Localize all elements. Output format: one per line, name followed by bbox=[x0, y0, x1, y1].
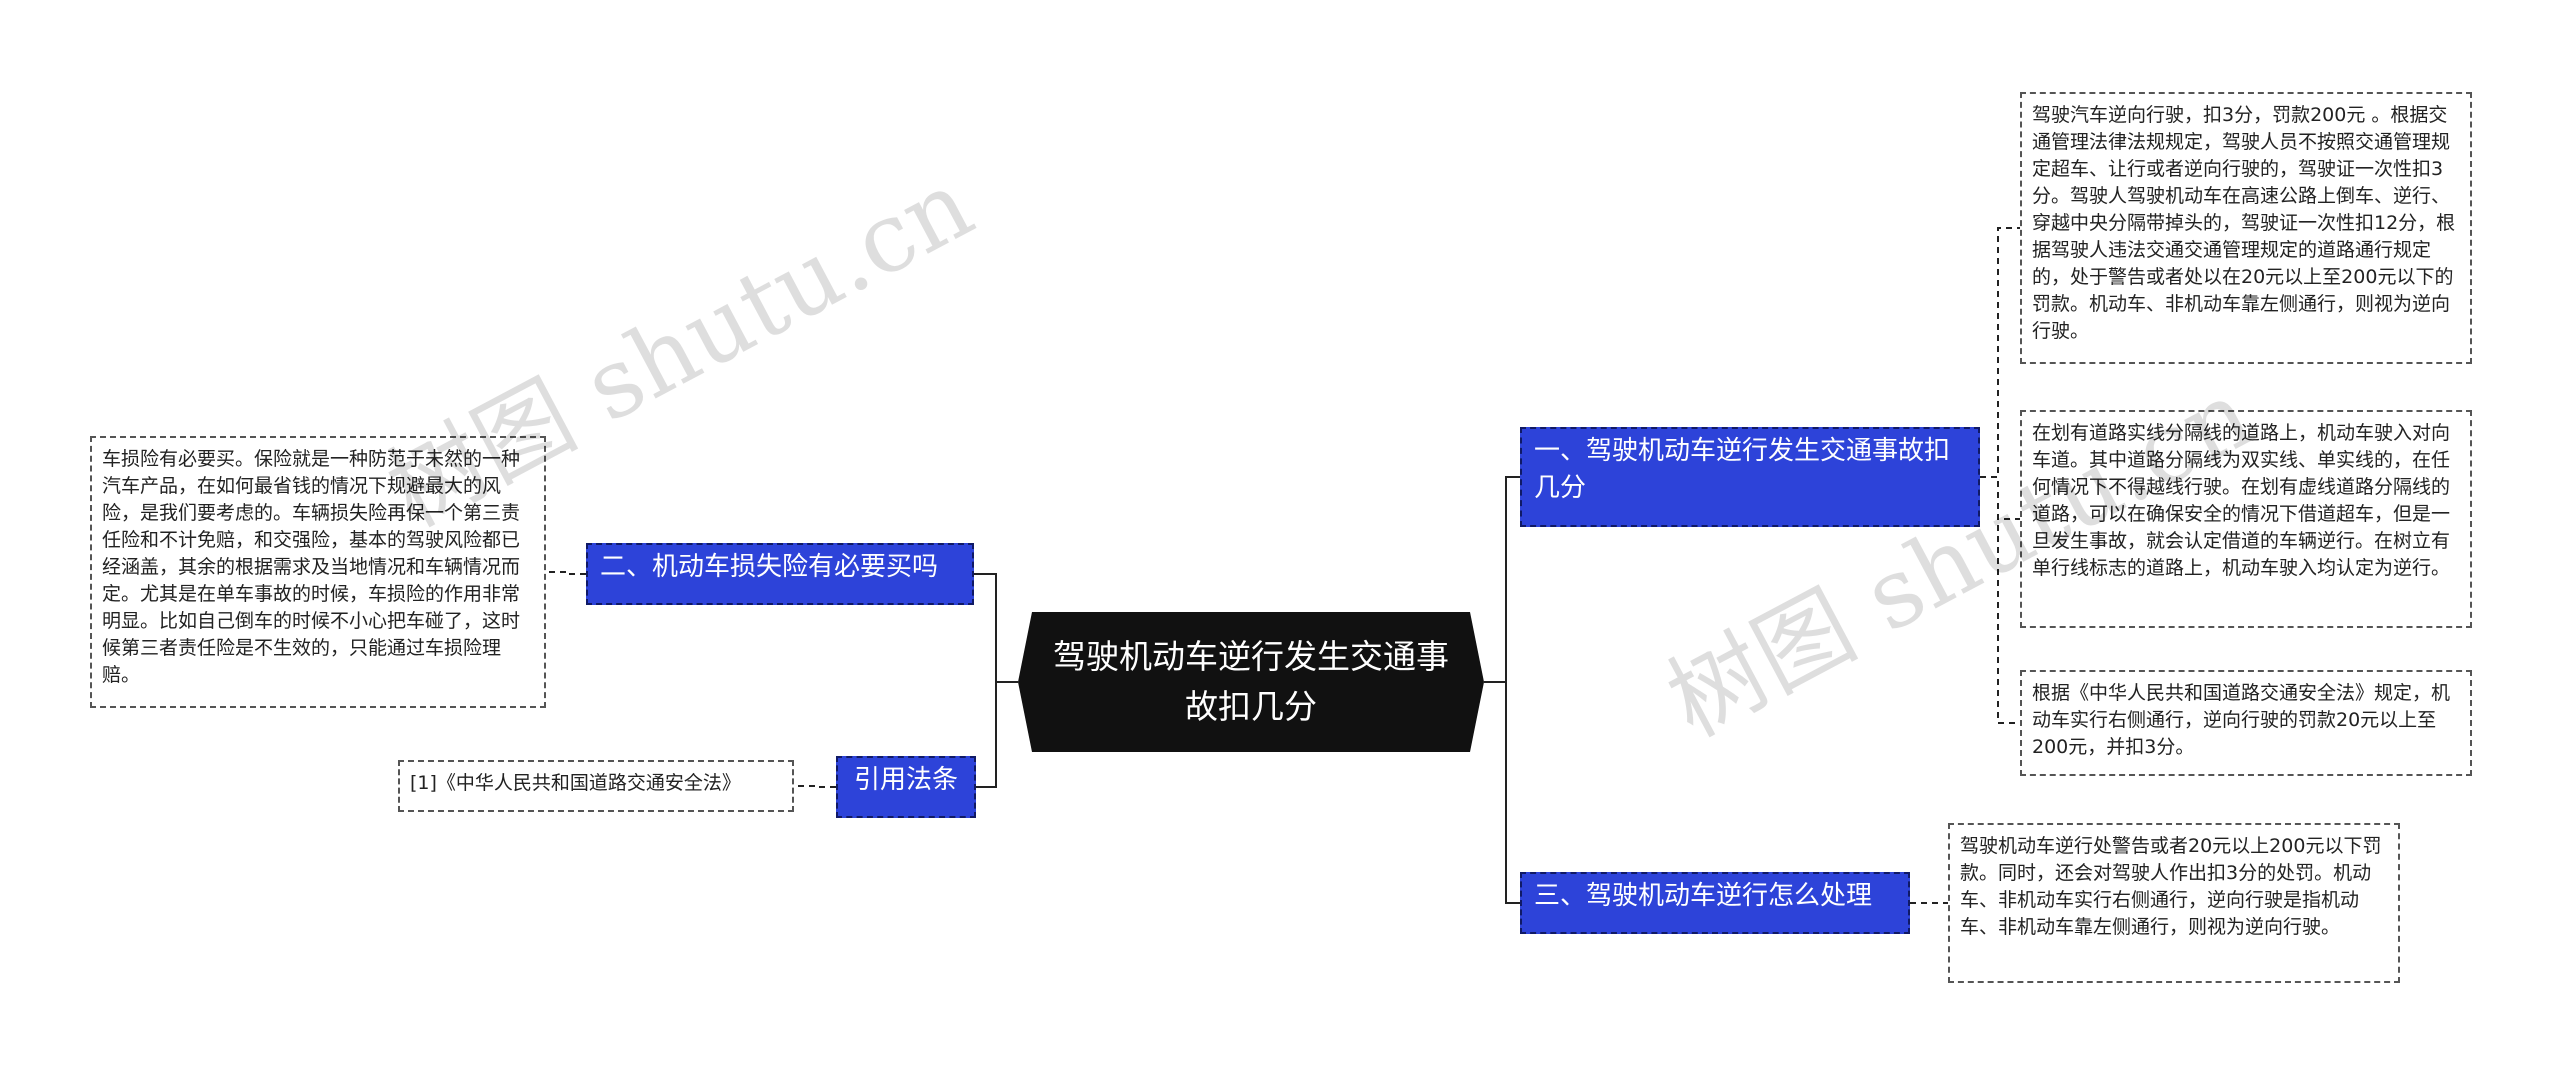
branch-vehicle-damage-insurance[interactable]: 二、机动车损失险有必要买吗 bbox=[586, 543, 974, 605]
connector-line bbox=[974, 573, 1018, 683]
leaf-penalty-details[interactable]: 驾驶汽车逆向行驶，扣3分，罚款200元 。根据交通管理法律法规规定，驾驶人员不按… bbox=[2020, 92, 2472, 364]
leaf-text: [1]《中华人民共和国道路交通安全法》 bbox=[410, 772, 741, 794]
leaf-law-citation[interactable]: [1]《中华人民共和国道路交通安全法》 bbox=[398, 760, 794, 812]
connector-line bbox=[1980, 476, 2020, 724]
leaf-lane-line-rules[interactable]: 在划有道路实线分隔线的道路上，机动车驶入对向车道。其中道路分隔线为双实线、单实线… bbox=[2020, 410, 2472, 628]
leaf-text: 驾驶汽车逆向行驶，扣3分，罚款200元 。根据交通管理法律法规规定，驾驶人员不按… bbox=[2032, 104, 2456, 342]
connector-line bbox=[1980, 227, 2020, 478]
branch-label: 三、驾驶机动车逆行怎么处理 bbox=[1534, 881, 1873, 911]
branch-label: 一、驾驶机动车逆行发生交通事故扣几分 bbox=[1534, 436, 1951, 503]
branch-wrong-way-handling[interactable]: 三、驾驶机动车逆行怎么处理 bbox=[1520, 872, 1910, 934]
connector-line bbox=[1484, 476, 1520, 683]
root-node[interactable]: 驾驶机动车逆行发生交通事故扣几分 bbox=[1018, 612, 1484, 752]
branch-traffic-accident-points[interactable]: 一、驾驶机动车逆行发生交通事故扣几分 bbox=[1520, 427, 1980, 527]
leaf-text: 根据《中华人民共和国道路交通安全法》规定，机动车实行右侧通行，逆向行驶的罚款20… bbox=[2032, 682, 2451, 758]
connector-line bbox=[1980, 476, 2020, 520]
connector-line bbox=[794, 785, 836, 788]
branch-cited-law[interactable]: 引用法条 bbox=[836, 756, 976, 818]
leaf-handling-details[interactable]: 驾驶机动车逆行处警告或者20元以上200元以下罚款。同时，还会对驾驶人作出扣3分… bbox=[1948, 823, 2400, 983]
leaf-text: 车损险有必要买。保险就是一种防范于未然的一种汽车产品，在如何最省钱的情况下规避最… bbox=[102, 448, 521, 686]
leaf-text: 驾驶机动车逆行处警告或者20元以上200元以下罚款。同时，还会对驾驶人作出扣3分… bbox=[1960, 835, 2382, 938]
branch-label: 引用法条 bbox=[853, 765, 958, 795]
branch-label: 二、机动车损失险有必要买吗 bbox=[600, 552, 939, 582]
leaf-text: 在划有道路实线分隔线的道路上，机动车驶入对向车道。其中道路分隔线为双实线、单实线… bbox=[2032, 422, 2451, 579]
connector-line bbox=[976, 681, 1018, 788]
connector-line bbox=[546, 571, 586, 575]
leaf-insurance-explanation[interactable]: 车损险有必要买。保险就是一种防范于未然的一种汽车产品，在如何最省钱的情况下规避最… bbox=[90, 436, 546, 708]
root-title: 驾驶机动车逆行发生交通事故扣几分 bbox=[1053, 637, 1449, 726]
leaf-law-reference[interactable]: 根据《中华人民共和国道路交通安全法》规定，机动车实行右侧通行，逆向行驶的罚款20… bbox=[2020, 670, 2472, 776]
connector-line bbox=[1484, 681, 1520, 904]
